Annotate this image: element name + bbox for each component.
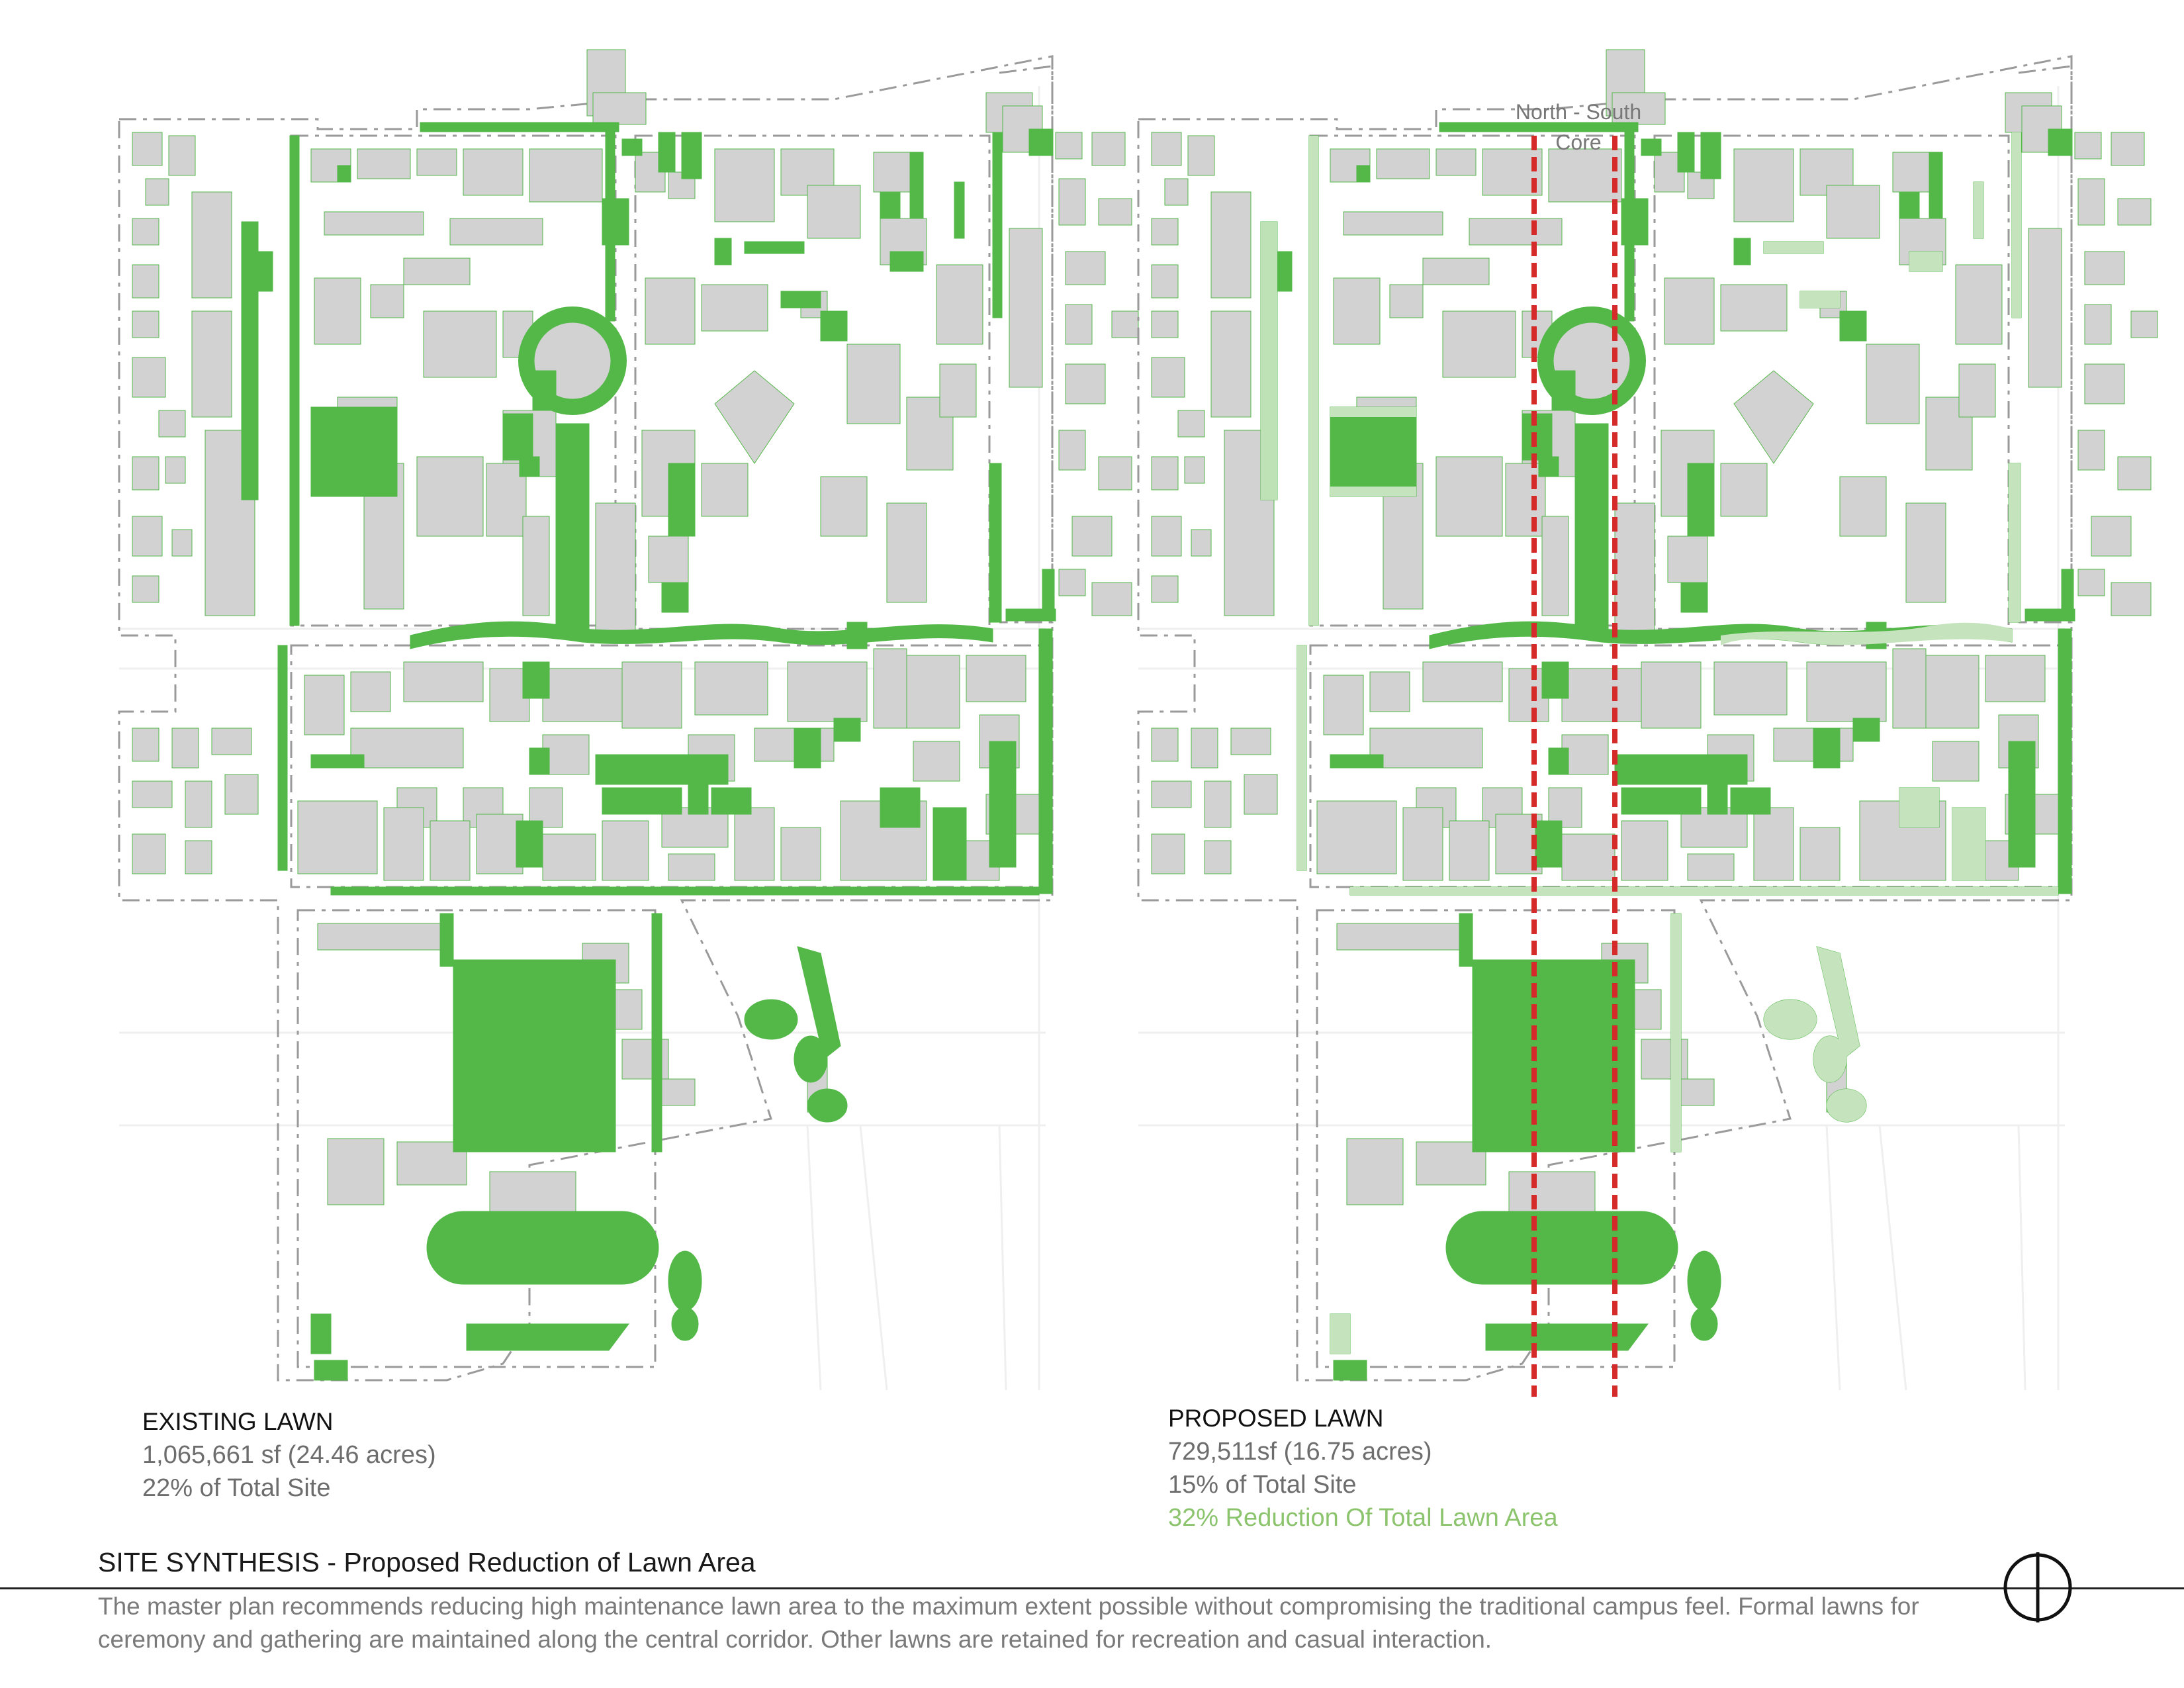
core-label-line1: North - South (1515, 100, 1642, 124)
north-south-core-lines (1531, 136, 1617, 1397)
proposed-lawn-title: PROPOSED LAWN (1168, 1405, 1384, 1432)
proposed-lawn-share: 15% of Total Site (1168, 1471, 1357, 1499)
page-description: The master plan recommends reducing high… (98, 1593, 1919, 1653)
proposed-lawn-plan (1138, 50, 2158, 1390)
page-title-subtitle: - Proposed Reduction of Lawn Area (319, 1547, 756, 1577)
removed-lawn-areas (1261, 132, 2058, 1354)
existing-lawn-area: 1,065,661 sf (24.46 acres) (142, 1441, 436, 1469)
page-title-main: SITE SYNTHESIS (98, 1547, 320, 1577)
existing-lawn-stats: EXISTING LAWN 1,065,661 sf (24.46 acres)… (142, 1405, 436, 1505)
footer-divider (0, 1587, 2184, 1589)
page-title: SITE SYNTHESIS - Proposed Reduction of L… (98, 1547, 756, 1578)
existing-lawn-title: EXISTING LAWN (142, 1408, 334, 1435)
proposed-lawn-area: 729,511sf (16.75 acres) (1168, 1438, 1432, 1466)
existing-lawn-plan (119, 50, 1138, 1390)
north-arrow-icon (2003, 1552, 2072, 1622)
proposed-lawn-stats: PROPOSED LAWN 729,511sf (16.75 acres) 15… (1168, 1402, 1558, 1534)
core-label-line2: Core (1555, 130, 1602, 154)
proposed-lawn-reduction: 32% Reduction Of Total Lawn Area (1168, 1504, 1558, 1532)
existing-lawn-share: 22% of Total Site (142, 1474, 331, 1502)
north-south-core-label: North - South Core (1482, 97, 1674, 158)
